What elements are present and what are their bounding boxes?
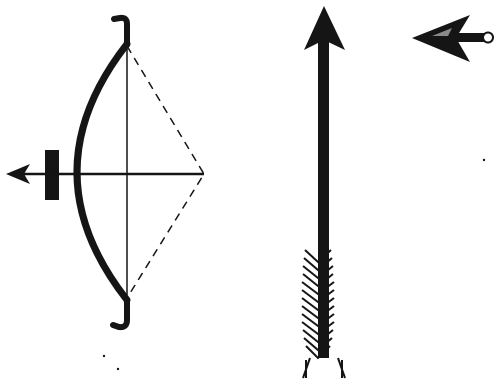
bow-bottom-nock	[113, 300, 127, 327]
ink-speck	[103, 355, 105, 357]
ink-speck	[117, 368, 119, 370]
vertical-arrow-with-fletching-icon	[302, 6, 345, 378]
bowstring-drawn	[127, 46, 204, 298]
small-arrowhead-nock	[483, 33, 493, 43]
bow-top-nock	[114, 18, 127, 45]
bow-limb	[77, 44, 127, 300]
bow-with-nocked-arrow-icon	[6, 18, 204, 370]
small-arrowhead-icon	[412, 15, 493, 161]
small-arrowhead-stub	[456, 33, 486, 42]
ink-speck	[483, 159, 485, 161]
